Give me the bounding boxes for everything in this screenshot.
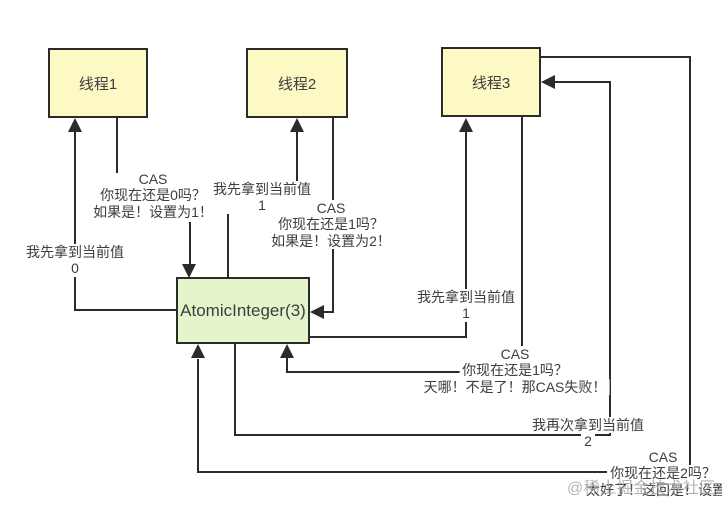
connector-t3-casfail-horizontal bbox=[286, 371, 523, 373]
label-t1-cas-line3: 如果是！设置为1！ bbox=[90, 203, 216, 221]
label-t2-cas-line1: CAS bbox=[313, 200, 349, 217]
arrowhead-into-thread3-bottom bbox=[459, 118, 473, 132]
connector-t3-reget-into bbox=[554, 81, 611, 83]
arrowhead-into-thread3-right-lower bbox=[541, 75, 555, 89]
node-thread1: 线程1 bbox=[48, 48, 148, 118]
watermark: @稀土掘金技术社区 bbox=[567, 480, 716, 497]
connector-t3-cas2-bottom bbox=[197, 471, 691, 473]
label-t1-get-line1: 我先拿到当前值 bbox=[23, 244, 127, 261]
connector-t1-cas-upper bbox=[116, 117, 118, 173]
connector-t3-get-vertical bbox=[465, 131, 467, 338]
label-t3-cas2-line3: 太好了！这回是！设置为 bbox=[583, 481, 722, 499]
connector-t3-cas2-rightdrop bbox=[689, 56, 691, 473]
connector-t3-cas2-return bbox=[197, 359, 199, 473]
label-t3-cas-fail-line3: 天哪！不是了！那CAS失败！ bbox=[420, 378, 610, 396]
label-t2-get-line1: 我先拿到当前值 bbox=[210, 181, 314, 198]
label-t3-get-line2: 1 bbox=[459, 305, 473, 322]
label-t3-cas2-line1: CAS bbox=[645, 449, 681, 466]
label-t2-cas-line2: 你现在还是1吗？ bbox=[275, 216, 387, 233]
label-t3-cas2: CAS 你现在还是2吗？ 太好了！这回是！设置为 bbox=[583, 449, 722, 499]
label-t3-reget: 我再次拿到当前值 2 bbox=[529, 417, 647, 450]
connector-t3-reget-up bbox=[609, 81, 611, 436]
connector-t2-get-upper bbox=[296, 131, 298, 183]
label-t3-cas-fail-line2: 你现在还是1吗？ bbox=[459, 362, 571, 379]
node-thread2: 线程2 bbox=[246, 48, 348, 118]
node-atomic-integer-label: AtomicInteger(3) bbox=[180, 300, 306, 320]
arrowhead-into-atomic-top bbox=[182, 264, 196, 278]
arrowhead-into-atomic-right bbox=[310, 305, 324, 319]
arrowhead-into-thread2 bbox=[290, 118, 304, 132]
label-t3-reget-line2: 2 bbox=[581, 433, 595, 450]
connector-t3-reget-across bbox=[234, 434, 611, 436]
label-t1-get-line2: 0 bbox=[68, 260, 82, 277]
connector-t1-get-horizontal bbox=[74, 309, 178, 311]
connector-t1-cas-lower bbox=[189, 222, 191, 266]
connector-t3-reget-down bbox=[234, 343, 236, 436]
label-t1-get: 我先拿到当前值 0 bbox=[23, 244, 127, 277]
label-t3-cas2-line2: 你现在还是2吗？ bbox=[607, 465, 719, 482]
node-thread3: 线程3 bbox=[441, 47, 541, 117]
label-t1-cas-line1: CAS bbox=[135, 171, 171, 188]
connector-t2-get-lower bbox=[227, 214, 229, 278]
arrowhead-into-atomic-bottom-right bbox=[280, 344, 294, 358]
label-t1-cas: CAS 你现在还是0吗？ 如果是！设置为1！ bbox=[90, 171, 216, 221]
label-t2-cas: CAS 你现在还是1吗？ 如果是！设置为2！ bbox=[268, 200, 394, 250]
connector-t1-get-vertical bbox=[74, 131, 76, 311]
label-t1-cas-line2: 你现在还是0吗？ bbox=[97, 187, 209, 204]
node-thread2-label: 线程2 bbox=[277, 75, 317, 93]
connector-t3-casfail-vertical bbox=[521, 116, 523, 373]
label-t3-get: 我先拿到当前值 1 bbox=[414, 289, 518, 322]
connector-t3-get-horizontal bbox=[308, 336, 467, 338]
label-t2-get: 我先拿到当前值 1 bbox=[210, 181, 314, 214]
label-t3-cas-fail: CAS 你现在还是1吗？ 天哪！不是了！那CAS失败！ bbox=[420, 346, 610, 396]
arrowhead-into-thread1 bbox=[68, 118, 82, 132]
label-t2-cas-line3: 如果是！设置为2！ bbox=[268, 232, 394, 250]
connector-t3-cas2-top bbox=[539, 56, 691, 58]
label-t3-reget-line1: 我再次拿到当前值 bbox=[529, 417, 647, 434]
connector-t2-cas-horizontal bbox=[322, 311, 334, 313]
node-atomic-integer: AtomicInteger(3) bbox=[176, 277, 310, 344]
label-t3-get-line1: 我先拿到当前值 bbox=[414, 289, 518, 306]
arrowhead-into-atomic-bottom-left bbox=[191, 344, 205, 358]
label-t3-cas-fail-line1: CAS bbox=[497, 346, 533, 363]
label-t2-get-line2: 1 bbox=[255, 197, 269, 214]
connector-t3-casfail-stub bbox=[286, 358, 288, 373]
node-thread3-label: 线程3 bbox=[471, 74, 511, 92]
node-thread1-label: 线程1 bbox=[78, 75, 118, 93]
